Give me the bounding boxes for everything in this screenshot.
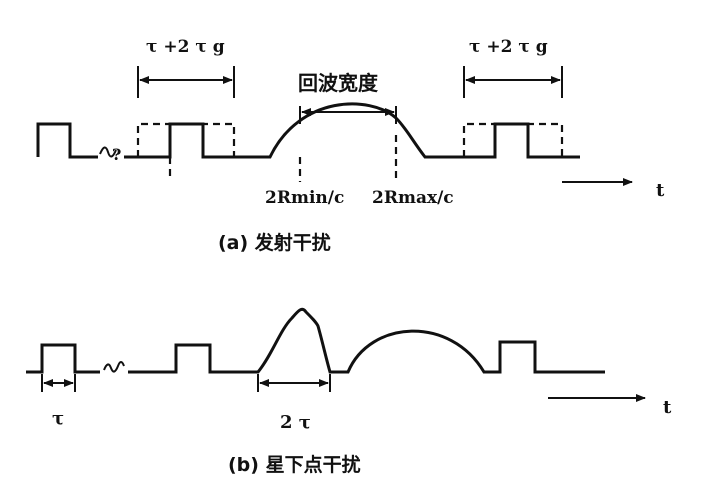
panel-a-break-symbol	[99, 146, 117, 158]
panel-a-gate-label-left: τ +2 τ g	[146, 37, 225, 57]
panel-b-main-waveform	[128, 307, 605, 374]
panel-a-caption: (a) 发射干扰	[218, 231, 331, 254]
panel-a-rmin-label: 2Rmin/c	[265, 188, 344, 208]
panel-b: τ 2 τ t (b) 星下点干扰	[26, 307, 672, 476]
panel-a-echo-width-label: 回波宽度	[298, 71, 379, 95]
panel-a-gate-box-right	[462, 122, 564, 157]
panel-b-transmit-waveform	[26, 343, 100, 374]
panel-a-rmax-label: 2Rmax/c	[372, 188, 454, 208]
panel-a: ? τ +2 τ g τ +2 τ g 回波宽度 2Rmin/c 2Rmax/c…	[36, 37, 665, 254]
panel-b-time-label: t	[663, 397, 672, 418]
panel-b-caption: (b) 星下点干扰	[228, 453, 361, 476]
panel-a-break-mark: ?	[112, 145, 121, 164]
panel-a-gate-label-right: τ +2 τ g	[469, 37, 548, 57]
panel-b-2tau-label: 2 τ	[280, 412, 311, 433]
panel-a-time-label: t	[656, 180, 665, 201]
panel-a-gate-box-left	[136, 122, 236, 157]
panel-b-break-symbol	[103, 361, 125, 373]
panel-b-tau-label: τ	[52, 408, 64, 429]
panel-a-transmit-waveform	[36, 122, 98, 159]
